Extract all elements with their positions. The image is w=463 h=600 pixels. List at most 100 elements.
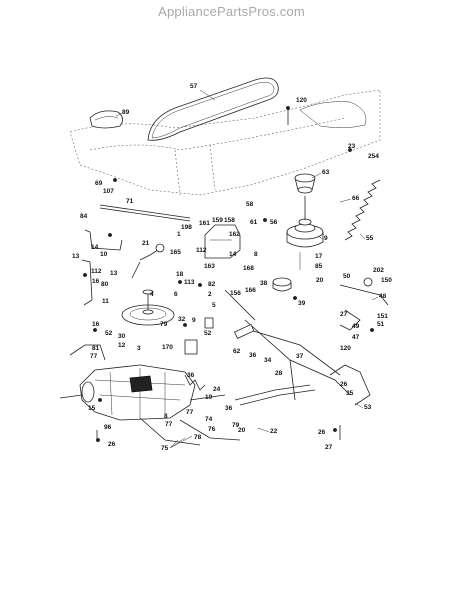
callout-162: 162 xyxy=(229,231,240,238)
callout-36a: 36 xyxy=(249,352,257,359)
callout-96: 96 xyxy=(104,424,112,431)
callout-198: 198 xyxy=(181,224,192,231)
callout-77c: 77 xyxy=(165,421,173,428)
callout-159: 159 xyxy=(212,217,223,224)
callout-51: 51 xyxy=(377,321,385,328)
watermark: AppliancePartsPros.com xyxy=(158,4,305,19)
callout-254: 254 xyxy=(368,153,379,160)
callout-89: 89 xyxy=(122,109,130,116)
transmission-pulley xyxy=(121,289,175,326)
callout-27a: 27 xyxy=(340,311,348,318)
callout-112b: 112 xyxy=(91,268,102,275)
callout-150: 150 xyxy=(381,277,392,284)
callout-38: 38 xyxy=(260,280,268,287)
callout-151: 151 xyxy=(377,313,388,320)
callout-52b: 52 xyxy=(105,330,113,337)
callout-58: 58 xyxy=(246,201,254,208)
callout-166: 166 xyxy=(245,287,256,294)
callout-69: 69 xyxy=(95,180,103,187)
callout-3: 3 xyxy=(137,345,141,352)
callout-9b: 9 xyxy=(192,317,196,324)
callout-24: 24 xyxy=(213,386,221,393)
callout-30: 30 xyxy=(118,333,126,340)
callout-120b: 120 xyxy=(340,345,351,352)
callout-13b: 13 xyxy=(110,270,118,277)
seat-pan xyxy=(89,110,123,129)
callout-13a: 13 xyxy=(72,253,80,260)
callout-27b: 27 xyxy=(325,444,333,451)
callout-63: 63 xyxy=(322,169,330,176)
callout-36c: 36 xyxy=(225,405,233,412)
callout-2: 2 xyxy=(208,291,212,298)
drive-belt xyxy=(147,77,279,141)
callout-35: 35 xyxy=(346,390,354,397)
callout-15: 15 xyxy=(88,405,96,412)
callout-168: 168 xyxy=(243,265,254,272)
callout-57: 57 xyxy=(190,83,198,90)
callout-77b: 77 xyxy=(186,409,194,416)
callout-21: 21 xyxy=(142,240,150,247)
callout-34: 34 xyxy=(264,357,272,364)
callout-36b: 36 xyxy=(187,372,195,379)
callout-47: 47 xyxy=(352,334,360,341)
callout-165: 165 xyxy=(170,249,181,256)
callout-71: 71 xyxy=(126,198,134,205)
callout-16: 16 xyxy=(92,278,100,285)
spring xyxy=(344,179,381,241)
callout-161: 161 xyxy=(199,220,210,227)
callout-6a: 6 xyxy=(174,291,178,298)
callout-80: 80 xyxy=(101,281,109,288)
callout-156: 156 xyxy=(230,290,241,297)
callout-62: 62 xyxy=(233,348,241,355)
callout-20: 20 xyxy=(316,277,324,284)
callout-81: 81 xyxy=(92,345,100,352)
callout-55: 55 xyxy=(366,235,374,242)
callout-48: 48 xyxy=(379,293,387,300)
callout-17: 17 xyxy=(315,253,323,260)
callout-23: 23 xyxy=(348,143,356,150)
callout-56: 56 xyxy=(270,219,278,226)
callout-50: 50 xyxy=(343,273,351,280)
callout-75: 75 xyxy=(161,445,169,452)
transaxle xyxy=(59,317,226,446)
callout-26c: 26 xyxy=(318,429,326,436)
callout-22: 22 xyxy=(270,428,278,435)
leader-lines xyxy=(115,89,379,449)
callout-37: 37 xyxy=(296,353,304,360)
callout-77a: 77 xyxy=(90,353,98,360)
callout-79b: 79 xyxy=(232,422,240,429)
callout-66: 66 xyxy=(352,195,360,202)
callout-158: 158 xyxy=(224,217,235,224)
engine-pulleys xyxy=(272,173,324,292)
callout-107: 107 xyxy=(103,188,114,195)
callout-28: 28 xyxy=(275,370,283,377)
callout-14a: 14 xyxy=(91,244,99,251)
tractor-frame xyxy=(69,89,381,196)
callout-12: 12 xyxy=(118,342,126,349)
callout-79: 79 xyxy=(160,321,168,328)
callout-49: 49 xyxy=(352,323,360,330)
callout-32: 32 xyxy=(178,316,186,323)
callout-14b: 14 xyxy=(229,251,237,258)
callout-52a: 52 xyxy=(204,330,212,337)
callout-5: 5 xyxy=(212,302,216,309)
callout-120: 120 xyxy=(296,97,307,104)
callout-8: 8 xyxy=(254,251,258,258)
callout-53: 53 xyxy=(364,404,372,411)
callout-26b: 26 xyxy=(108,441,116,448)
callout-78: 78 xyxy=(194,434,202,441)
callout-19: 19 xyxy=(205,394,213,401)
callout-16b: 16 xyxy=(92,321,100,328)
callout-84: 84 xyxy=(80,213,88,220)
callout-11: 11 xyxy=(102,298,109,305)
callout-170: 170 xyxy=(162,344,173,351)
callout-26a: 26 xyxy=(340,381,348,388)
callout-76: 76 xyxy=(208,426,216,433)
callout-9: 9 xyxy=(324,235,328,242)
callout-163: 163 xyxy=(204,263,215,270)
callout-1: 1 xyxy=(177,231,181,238)
callout-61: 61 xyxy=(250,219,258,226)
callout-4: 4 xyxy=(150,291,154,298)
linkage-rods xyxy=(81,204,389,441)
